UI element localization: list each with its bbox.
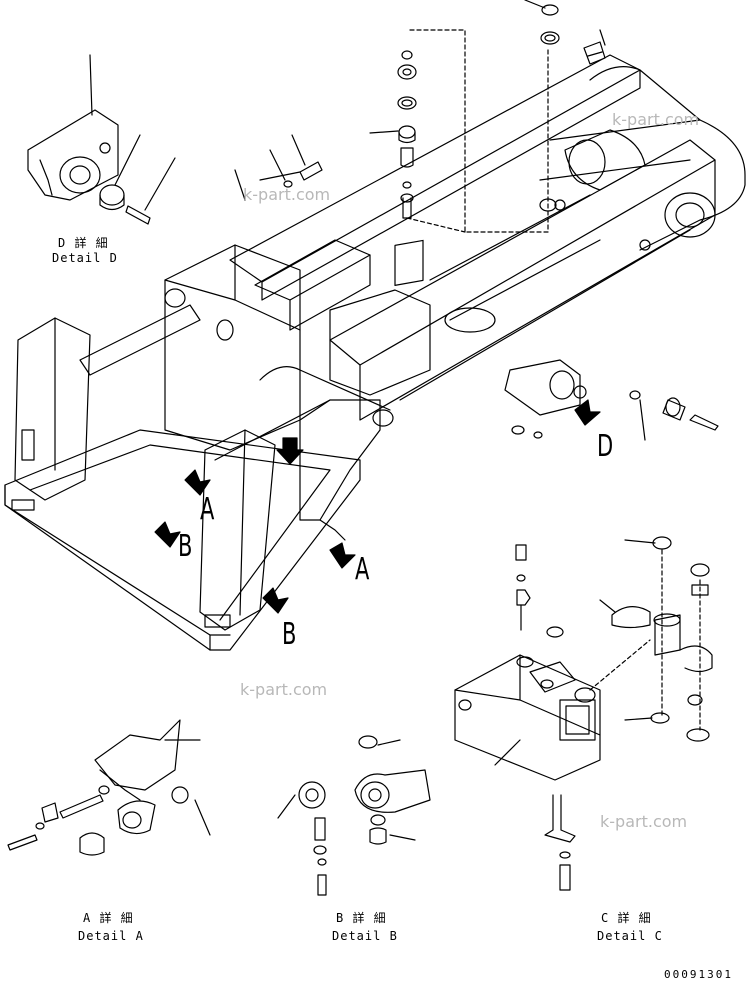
view-arrows [154,399,601,614]
detail-b-drawing [277,735,431,896]
watermark-1: k-part.com [243,185,331,204]
view-letter-b-1: B [178,529,193,564]
main-frame [4,54,746,651]
upper-hardware-stack [369,0,606,233]
detail-a-label-jp: A 詳 細 [83,911,134,925]
drawing-code: 00091301 [664,968,733,981]
view-letter-d: D [597,429,614,464]
detail-a-label-en: Detail A [78,929,144,943]
detail-c-drawing [454,536,713,891]
watermark-4: k-part.com [600,812,688,831]
detail-a-drawing [7,719,211,856]
detail-d-label-jp: D 詳 細 [58,236,109,250]
detail-b-label-en: Detail B [332,929,398,943]
watermark-3: k-part.com [240,680,328,699]
detail-c-label-jp: C 詳 細 [601,911,652,925]
detail-c-label-en: Detail C [597,929,663,943]
view-letter-b-2: B [282,617,297,652]
view-letter-a-1: A [200,492,215,527]
detail-d-drawing [27,54,323,225]
detail-d-label-en: Detail D [52,251,118,265]
detail-b-label-jp: B 詳 細 [336,911,387,925]
pin-hardware-right [511,390,719,441]
view-letter-a-2: A [355,552,370,587]
watermark-2: k-part.com [612,110,700,129]
